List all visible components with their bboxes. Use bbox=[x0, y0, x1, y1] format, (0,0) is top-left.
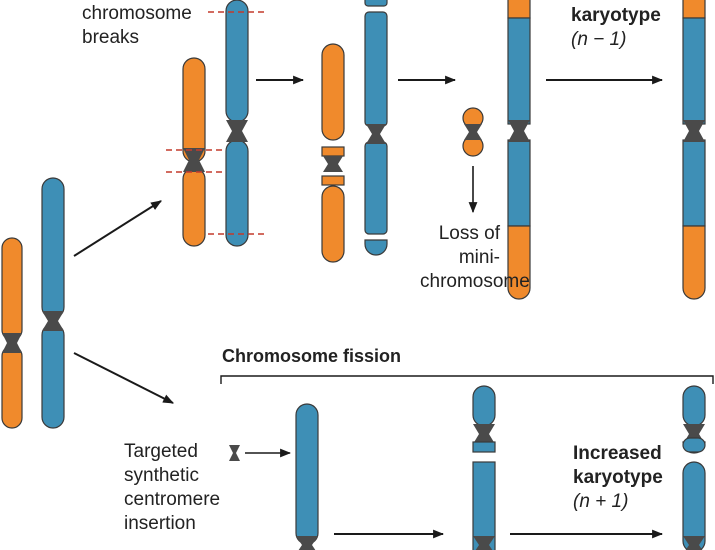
targeted-line-4: insertion bbox=[124, 513, 196, 534]
reduced-karyotype-formula: (n − 1) bbox=[571, 29, 627, 50]
reduced-karyotype-chromosome bbox=[682, 0, 706, 300]
loss-line-2: mini- bbox=[458, 247, 500, 268]
loss-line-3: chromosome bbox=[420, 271, 530, 292]
initial-blue-chromosome bbox=[41, 177, 65, 429]
increased-karyotype-title-2: karyotype bbox=[573, 467, 663, 488]
increased-karyotype-formula: (n + 1) bbox=[573, 491, 629, 512]
synthetic-centromere bbox=[229, 445, 240, 461]
chromosome-breaks-label: chromosome breaks bbox=[82, 2, 192, 50]
fission-chromosome-1 bbox=[295, 403, 319, 550]
increased-karyotype-label: Increased karyotype (n + 1) bbox=[573, 442, 663, 514]
fragment-orange-pieces bbox=[321, 43, 345, 263]
initial-orange-chromosome bbox=[1, 237, 23, 429]
reduced-karyotype-title: karyotype bbox=[571, 5, 661, 26]
targeted-line-1: Targeted bbox=[124, 441, 198, 462]
targeted-line-2: synthetic bbox=[124, 465, 199, 486]
loss-of-minichromosome-label: Loss of mini- chromosome bbox=[420, 222, 530, 294]
fragment-blue-pieces bbox=[364, 0, 388, 256]
arrow-to-fission bbox=[73, 352, 174, 404]
increased-karyotype-chromosomes bbox=[682, 385, 706, 550]
break-blue-chromosome bbox=[225, 0, 249, 247]
fission-bracket bbox=[220, 375, 714, 384]
chromosome-breaks-line-1: chromosome bbox=[82, 3, 192, 24]
arrow-to-fusion bbox=[73, 200, 162, 257]
increased-karyotype-title-1: Increased bbox=[573, 443, 662, 464]
reduced-karyotype-label: karyotype (n − 1) bbox=[571, 4, 661, 52]
break-orange-chromosome bbox=[182, 57, 206, 247]
targeted-insertion-label: Targeted synthetic centromere insertion bbox=[124, 440, 220, 536]
mini-chromosome bbox=[462, 107, 484, 157]
targeted-line-3: centromere bbox=[124, 489, 221, 510]
fused-chromosome bbox=[507, 0, 531, 300]
fission-chromosome-2 bbox=[472, 385, 496, 550]
chromosome-breaks-line-2: breaks bbox=[82, 27, 140, 48]
loss-line-1: Loss of bbox=[438, 223, 500, 244]
chromosome-fission-title: Chromosome fission bbox=[222, 346, 402, 366]
